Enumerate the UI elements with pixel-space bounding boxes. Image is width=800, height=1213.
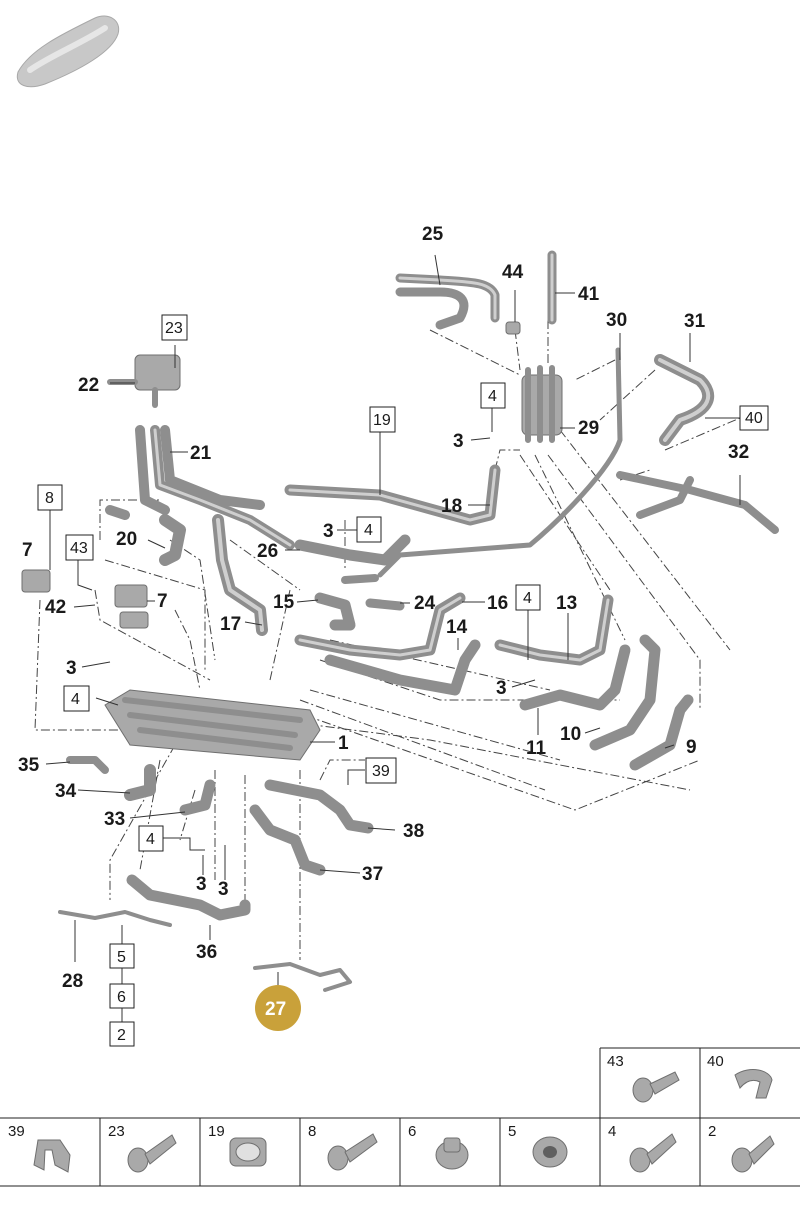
callout-30: 30 — [606, 310, 627, 331]
box-5: 5 — [117, 949, 126, 966]
callout-27: 27 — [265, 999, 286, 1020]
callout-29: 29 — [578, 418, 599, 439]
callout-7a: 7 — [22, 540, 33, 561]
screw-23-icon — [127, 1134, 177, 1173]
box-43: 43 — [70, 540, 88, 557]
callout-14: 14 — [446, 617, 468, 638]
screw-4-icon — [629, 1133, 677, 1173]
table-label-2: 2 — [708, 1123, 716, 1140]
callout-10: 10 — [560, 724, 581, 745]
callout-31: 31 — [684, 311, 706, 332]
callout-7b: 7 — [157, 591, 168, 612]
callout-35: 35 — [18, 755, 40, 776]
callout-3b: 3 — [323, 521, 334, 542]
callout-41: 41 — [578, 284, 600, 305]
highlight-badge-27: 27 — [255, 985, 301, 1031]
callout-20: 20 — [116, 529, 137, 550]
leader-dashes — [34, 320, 741, 960]
box-4e: 4 — [146, 831, 155, 848]
callout-3e: 3 — [196, 874, 207, 895]
callout-15: 15 — [273, 592, 295, 613]
callout-44: 44 — [502, 262, 524, 283]
box-6: 6 — [117, 989, 126, 1006]
box-23: 23 — [165, 320, 183, 337]
clip-40-icon — [734, 1069, 773, 1099]
callout-11: 11 — [526, 738, 547, 759]
callout-38: 38 — [403, 821, 424, 842]
callout-13: 13 — [556, 593, 577, 614]
box-4a: 4 — [488, 388, 497, 405]
callout-16: 16 — [487, 593, 508, 614]
clamp-19-icon — [229, 1137, 267, 1167]
callout-37: 37 — [362, 864, 383, 885]
callout-28: 28 — [62, 971, 83, 992]
callout-32: 32 — [728, 442, 749, 463]
screw-2-icon — [731, 1135, 775, 1173]
callout-24: 24 — [414, 593, 436, 614]
box-4d: 4 — [71, 691, 80, 708]
clip-39-icon — [33, 1139, 71, 1173]
callout-25: 25 — [422, 224, 444, 245]
screw-8-icon — [327, 1133, 378, 1171]
box-4b: 4 — [364, 522, 373, 539]
callout-22: 22 — [78, 375, 99, 396]
callout-3f: 3 — [218, 879, 229, 900]
callout-18: 18 — [441, 496, 462, 517]
box-19: 19 — [373, 412, 391, 429]
box-8: 8 — [45, 490, 54, 507]
table-label-40: 40 — [707, 1053, 724, 1070]
callout-21: 21 — [190, 443, 212, 464]
callout-34: 34 — [55, 781, 77, 802]
boxed-references: 23 19 4 40 8 4 43 4 4 39 4 5 6 2 — [37, 314, 769, 1047]
box-39: 39 — [372, 763, 390, 780]
callout-3c: 3 — [66, 658, 77, 679]
callout-labels: 25 44 41 30 31 29 3 32 22 21 18 3 20 7 2… — [18, 224, 749, 992]
callout-1: 1 — [338, 733, 349, 754]
table-label-39: 39 — [8, 1123, 25, 1140]
callout-26: 26 — [257, 541, 278, 562]
callout-42: 42 — [45, 597, 66, 618]
table-label-4: 4 — [608, 1123, 616, 1140]
callout-3a: 3 — [453, 431, 464, 452]
hose-shapes — [21, 250, 779, 992]
table-label-23: 23 — [108, 1123, 125, 1140]
screw-43-icon — [632, 1071, 680, 1103]
fastener-table: 43 40 39 23 19 8 6 5 4 2 — [0, 1047, 800, 1187]
box-2: 2 — [117, 1027, 126, 1044]
table-label-19: 19 — [208, 1123, 225, 1140]
leader-lines — [45, 254, 741, 1022]
box-40: 40 — [745, 410, 763, 427]
callout-36: 36 — [196, 942, 217, 963]
table-label-5: 5 — [508, 1123, 516, 1140]
table-label-43: 43 — [607, 1053, 624, 1070]
table-label-6: 6 — [408, 1123, 416, 1140]
callout-33: 33 — [104, 809, 125, 830]
grommet-6-icon — [435, 1137, 469, 1170]
box-4c: 4 — [523, 590, 532, 607]
callout-3d: 3 — [496, 678, 507, 699]
car-silhouette-icon — [16, 15, 120, 88]
table-label-8: 8 — [308, 1123, 316, 1140]
callout-17: 17 — [220, 614, 241, 635]
nut-5-icon — [532, 1136, 568, 1168]
callout-9: 9 — [686, 737, 697, 758]
